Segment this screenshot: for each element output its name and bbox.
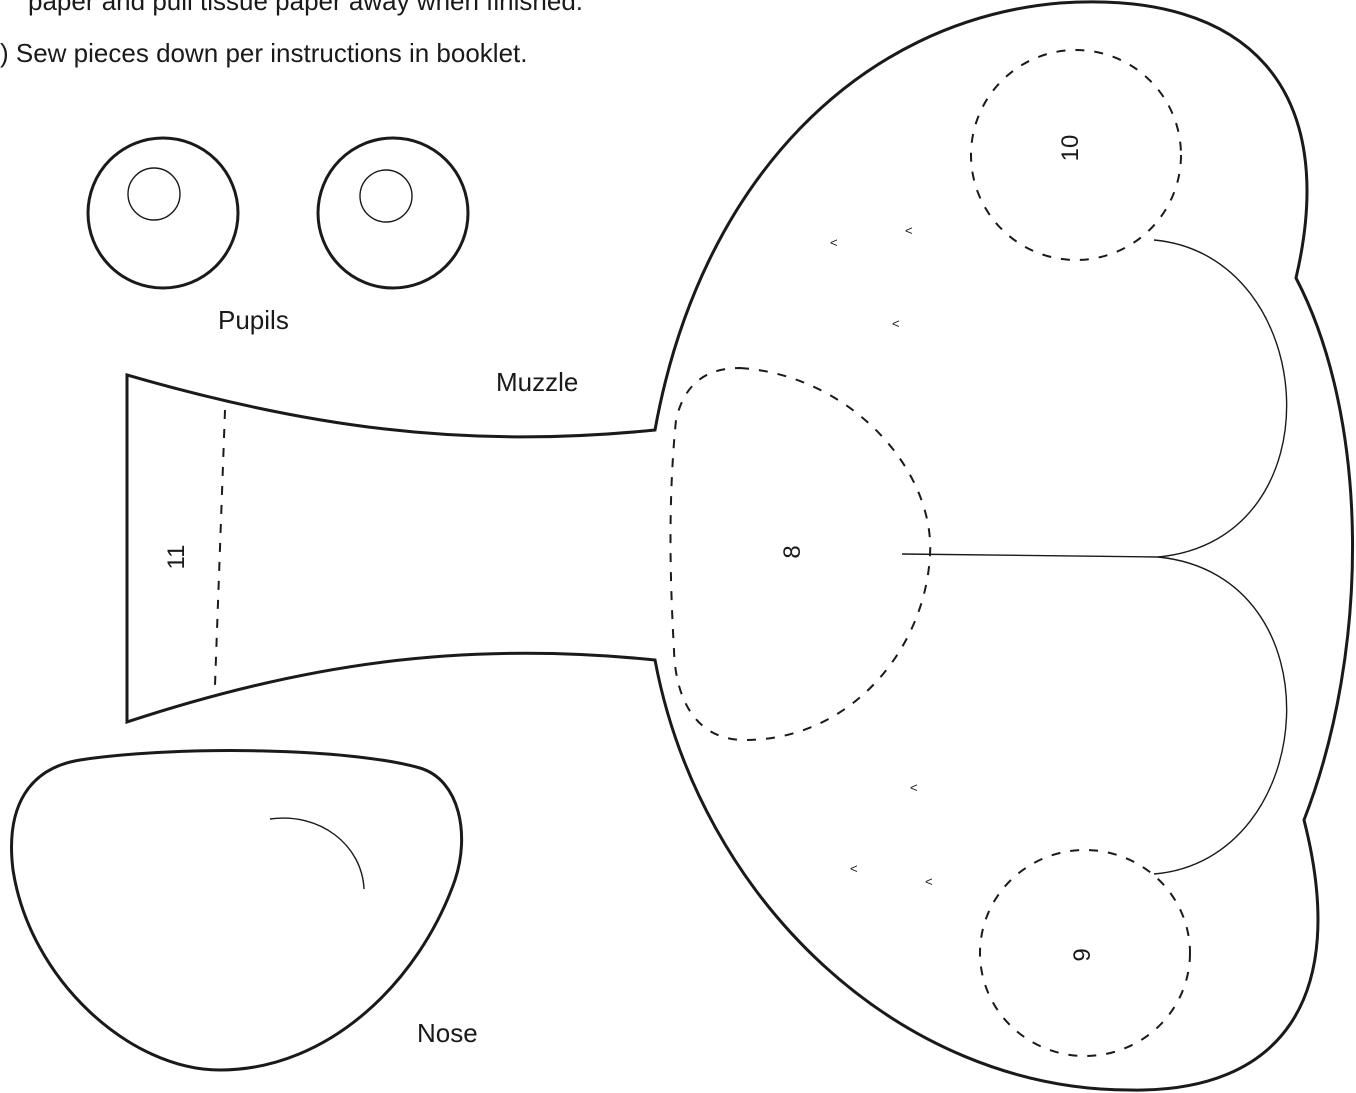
instruction-line-sew: ) Sew pieces down per instructions in bo…: [0, 38, 528, 69]
whisker-mark: <: [925, 874, 933, 889]
whisker-mark: <: [905, 223, 913, 238]
nose-label: Nose: [417, 1018, 478, 1048]
nose-piece: Nose: [10, 749, 478, 1072]
instruction-text-partial: paper and pull tissue paper away when fi…: [28, 0, 584, 16]
nose-outline: [10, 749, 464, 1072]
muzzle-tab-number: 11: [163, 545, 190, 570]
muzzle-label: Muzzle: [496, 367, 578, 397]
tab-dashed-line: [214, 409, 226, 686]
whisker-mark: <: [910, 780, 918, 795]
lower-lobe-line: [1153, 556, 1288, 875]
whisker-mark: <: [850, 861, 858, 876]
whisker-mark: <: [830, 235, 838, 250]
upper-cheek-dashed-zone: [970, 49, 1182, 261]
pupils-piece: Pupils: [86, 136, 470, 335]
center-seam-line: [901, 553, 1159, 558]
whisker-mark: <: [892, 316, 900, 331]
muzzle-center-number: 8: [779, 545, 806, 558]
lower-cheek-dashed-zone: [979, 849, 1191, 1057]
pupil-left: [86, 136, 240, 290]
pupil-right-highlight: [359, 169, 413, 223]
pupils-label: Pupils: [218, 305, 289, 335]
muzzle-piece: 10 9 8 11 < < < < < < Muzzle: [125, 0, 1354, 1092]
muzzle-outline: [125, 0, 1354, 1092]
pupil-left-highlight: [127, 167, 181, 221]
lower-cheek-number: 9: [1069, 948, 1096, 961]
upper-cheek-number: 10: [1057, 135, 1084, 162]
instruction-text-sew: ) Sew pieces down per instructions in bo…: [0, 38, 528, 68]
upper-lobe-line: [1153, 239, 1288, 558]
instruction-line-partial: paper and pull tissue paper away when fi…: [0, 0, 583, 17]
pupil-right: [316, 136, 470, 290]
nose-highlight-line: [269, 817, 365, 890]
